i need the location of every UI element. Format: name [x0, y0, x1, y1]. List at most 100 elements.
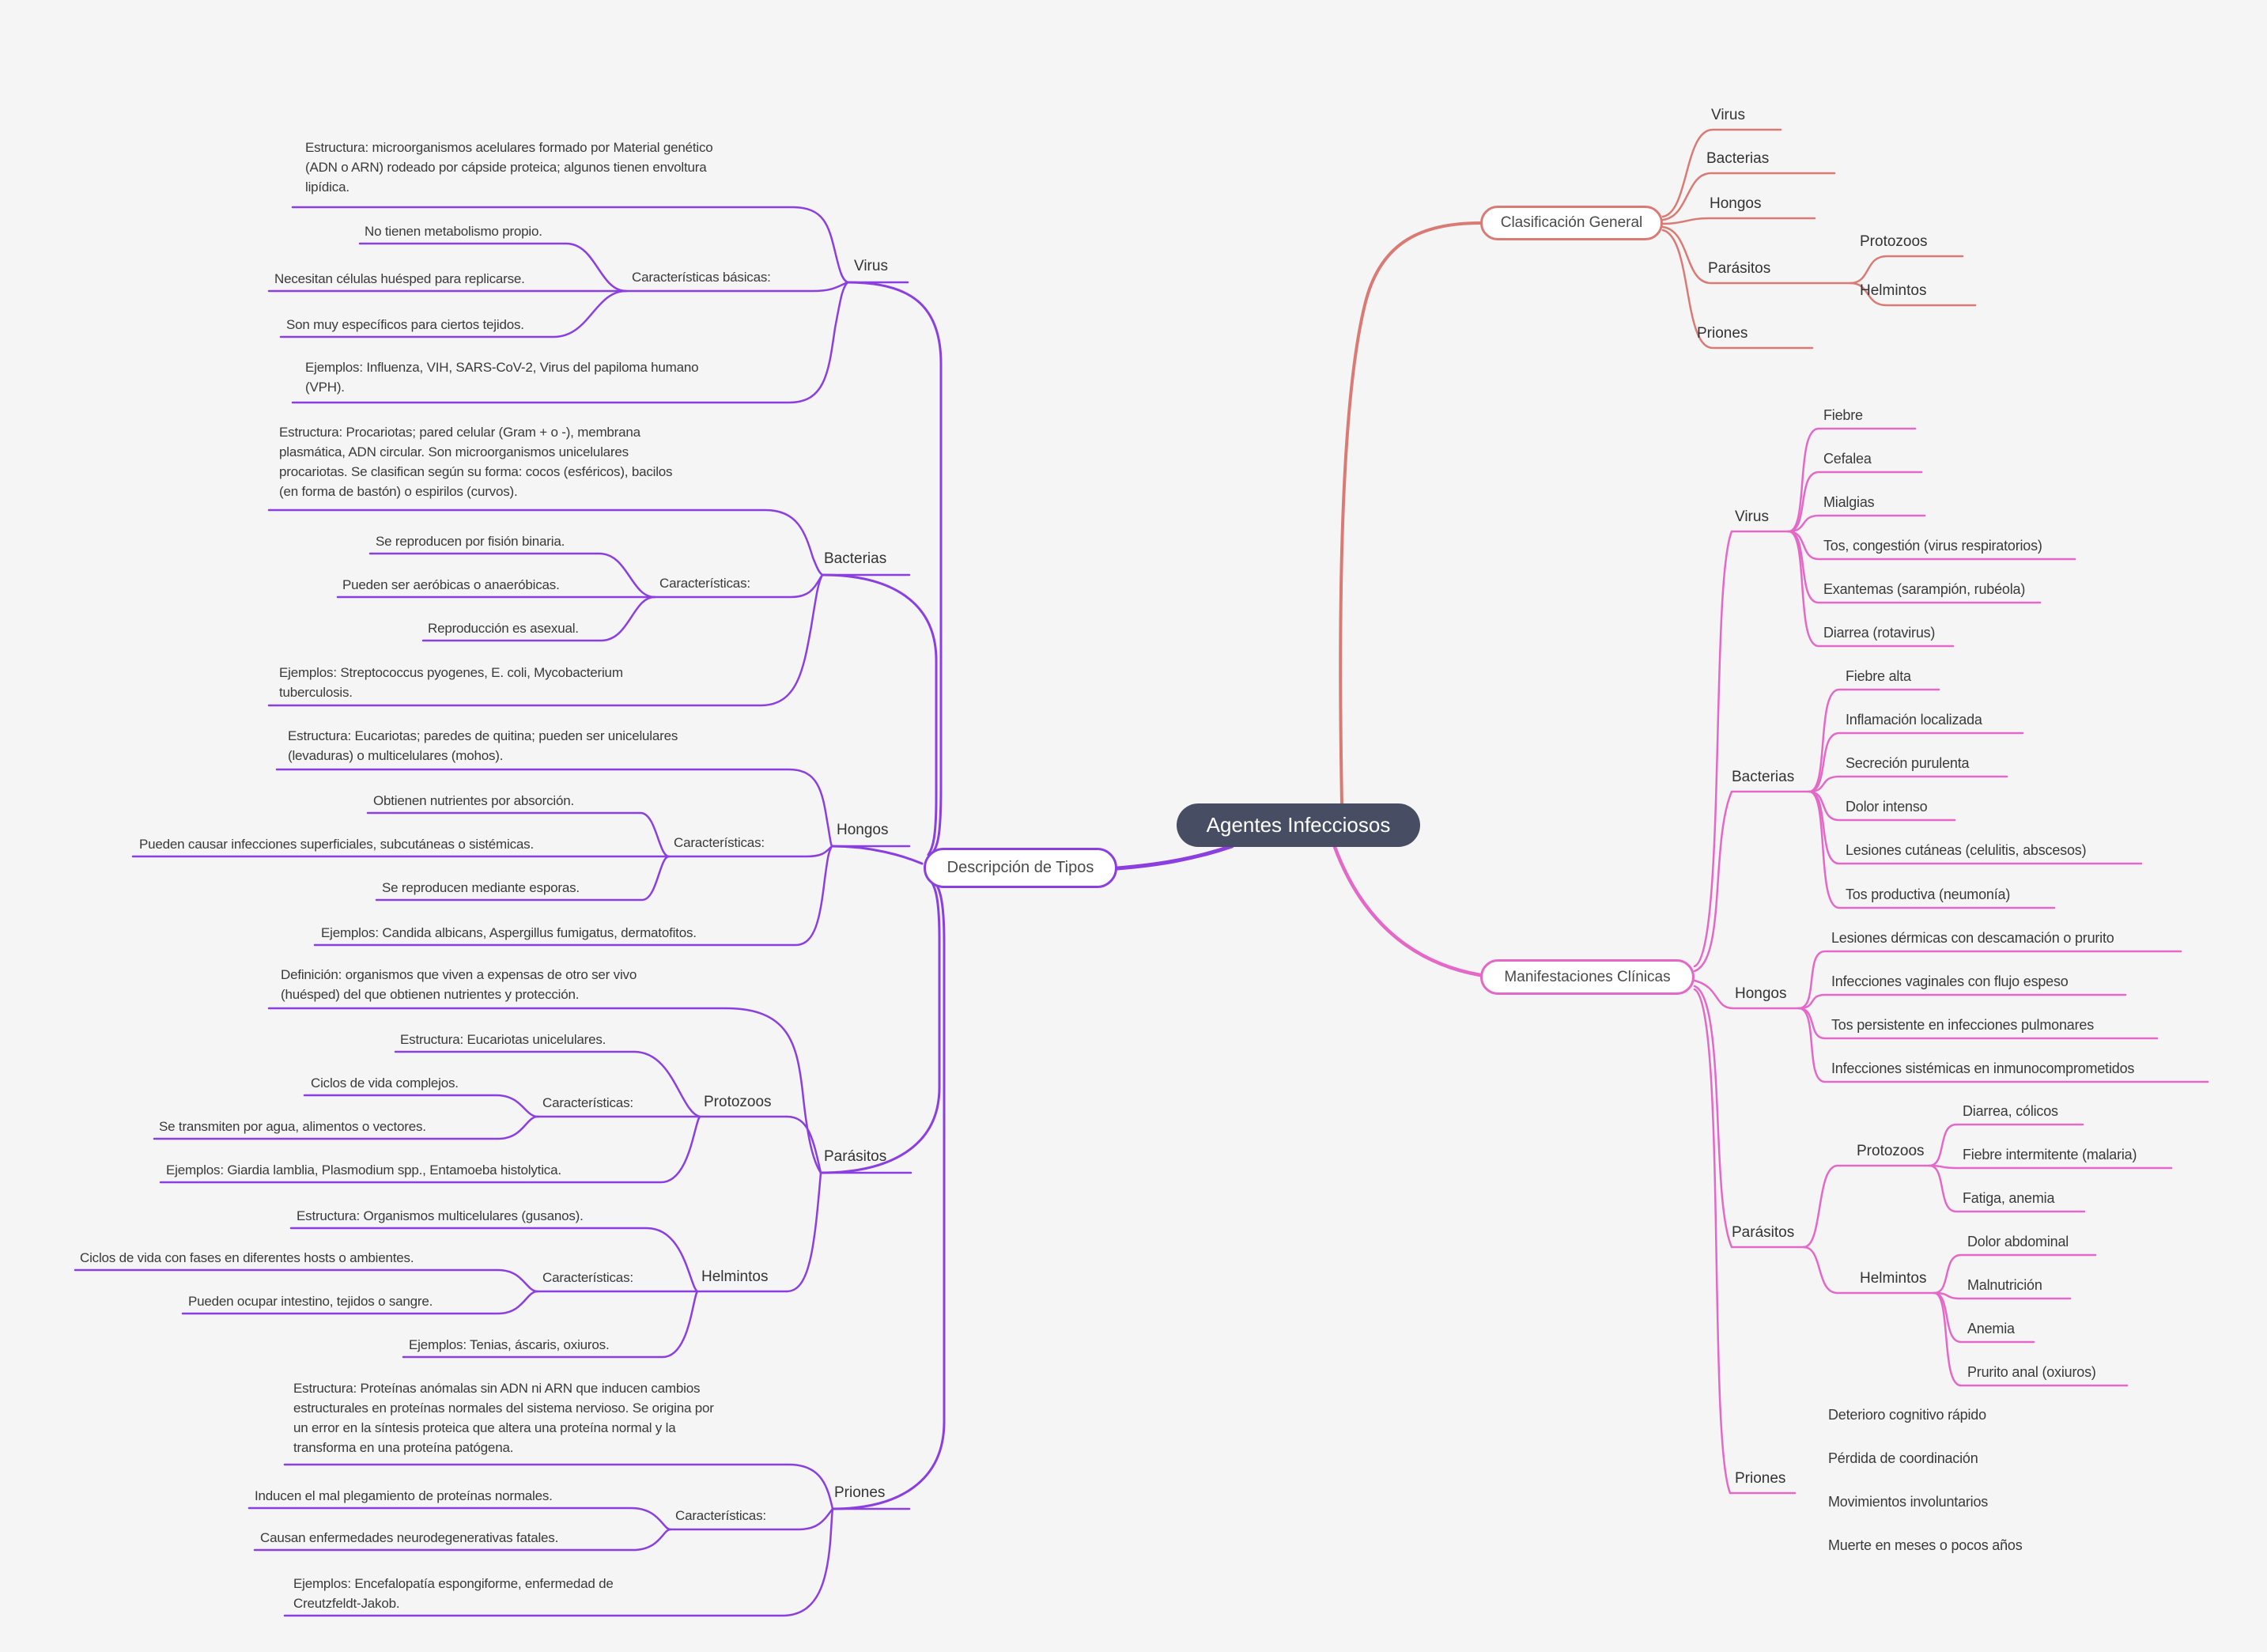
manifestaciones-virus-item: Mialgias [1823, 494, 1875, 510]
tipos-virus-estructura: Estructura: microorganismos acelulares f… [305, 140, 713, 195]
clasificacion-helmintos-label: Helmintos [1860, 282, 1927, 299]
edge [1693, 790, 1811, 973]
manifestaciones-virus-item: Fiebre [1823, 407, 1863, 423]
node-agentes-infecciosos[interactable]: Agentes Infecciosos [1177, 803, 1420, 847]
edge [1797, 950, 2182, 1010]
tipos-virus-caracteristicas-label: Características básicas: [632, 270, 771, 285]
tipos-hongos-item: Obtienen nutrientes por absorción. [373, 793, 575, 808]
tipos-priones-label: Priones [834, 1484, 886, 1501]
tipos-virus-item: Necesitan células huésped para replicars… [274, 271, 525, 286]
tipos-bacterias-caracteristicas-label: Características: [659, 576, 750, 591]
edge [831, 878, 946, 1510]
edge [1797, 993, 2127, 1010]
manifestaciones-helmintos-item: Dolor abdominal [1967, 1234, 2069, 1249]
edge [1693, 530, 1790, 968]
edge [366, 811, 671, 858]
edge [1661, 128, 1782, 218]
node-descripcion-de-tipos[interactable]: Descripción de Tipos [924, 848, 1117, 888]
edge [1808, 688, 1940, 793]
edge [785, 1115, 822, 1174]
manifestaciones-helmintos-label: Helmintos [1860, 1270, 1927, 1287]
tipos-bacterias-item: Pueden ser aeróbicas o anaeróbicas. [342, 577, 560, 592]
edge [1661, 217, 1816, 225]
tipos-parasitos-label: Parásitos [824, 1148, 887, 1165]
edge [1808, 775, 2008, 793]
manifestaciones-protozoos-item: Diarrea, cólicos [1963, 1103, 2058, 1119]
tipos-priones-item: Inducen el mal plegamiento de proteínas … [255, 1488, 553, 1503]
edge [625, 281, 849, 293]
tipos-bacterias-item: Reproducción es asexual. [428, 621, 579, 636]
manifestaciones-helmintos-item: Anemia [1967, 1321, 2015, 1336]
edge [1661, 229, 1814, 350]
tipos-parasitos-definicion: Definición: organismos que viven a expen… [281, 967, 637, 1002]
edge [368, 552, 656, 599]
manifestaciones-protozoos-label: Protozoos [1857, 1143, 1925, 1159]
edge [283, 1507, 834, 1617]
manifestaciones-priones-label: Priones [1735, 1470, 1786, 1487]
edge [283, 1463, 834, 1510]
edge [1787, 530, 1955, 648]
tipos-hongos-caracteristicas-label: Características: [674, 835, 765, 850]
edge [289, 1227, 699, 1293]
edge [267, 573, 824, 707]
edge [1933, 1253, 2097, 1295]
manifestaciones-parasitos-label: Parásitos [1732, 1224, 1795, 1241]
edge [1849, 282, 1977, 307]
tipos-priones-ejemplos: Ejemplos: Encefalopatía espongiforme, en… [293, 1576, 614, 1611]
tipos-bacterias-item: Se reproducen por fisión binaria. [376, 534, 565, 549]
tipos-protozoos-ejemplos: Ejemplos: Giardia lamblia, Plasmodium sp… [166, 1162, 561, 1178]
tipos-protozoos-label: Protozoos [704, 1094, 772, 1110]
tipos-helmintos-label: Helmintos [701, 1268, 769, 1285]
edge [1933, 1291, 2129, 1387]
edge [1661, 225, 1852, 285]
edge [74, 1268, 539, 1293]
tipos-hongos-label: Hongos [837, 822, 889, 838]
tipos-helmintos-item: Pueden ocupar intestino, tejidos o sangr… [188, 1294, 433, 1309]
edge [1928, 1123, 2084, 1167]
edge [267, 508, 824, 576]
edge [1661, 172, 1836, 221]
edge [669, 1507, 834, 1531]
clasificacion-virus-label: Virus [1711, 107, 1745, 123]
node-clasificacion-general[interactable]: Clasificación General [1480, 206, 1663, 240]
edge [1808, 790, 2056, 909]
edge [1787, 427, 1917, 533]
tipos-hongos-item: Se reproducen mediante esporas. [382, 880, 580, 895]
node-manifestaciones-clinicas[interactable]: Manifestaciones Clínicas [1480, 959, 1695, 995]
tipos-bacterias-ejemplos: Ejemplos: Streptococcus pyogenes, E. col… [279, 665, 623, 700]
edge [830, 845, 924, 865]
tipos-branch-lines [74, 206, 1234, 1617]
manifestaciones-bacterias-item: Lesiones cutáneas (celulitis, abscesos) [1846, 842, 2087, 858]
manifestaciones-priones-item: Movimientos involuntarios [1828, 1494, 1989, 1510]
tipos-hongos-ejemplos: Ejemplos: Candida albicans, Aspergillus … [321, 925, 697, 940]
clasificacion-bacterias-label: Bacterias [1706, 150, 1770, 167]
tipos-virus-ejemplos: Ejemplos: Influenza, VIH, SARS-CoV-2, Vi… [305, 360, 699, 395]
edge [1797, 1007, 2209, 1083]
manifestaciones-branch-lines [1332, 427, 2209, 1495]
edge [1928, 1164, 2086, 1213]
manifestaciones-virus-item: Cefalea [1823, 451, 1872, 467]
manifestaciones-bacterias-item: Fiebre alta [1846, 668, 1911, 684]
edge [181, 1290, 539, 1315]
tipos-helmintos-ejemplos: Ejemplos: Tenias, áscaris, oxiuros. [409, 1337, 610, 1352]
clasificacion-priones-label: Priones [1697, 325, 1748, 342]
manifestaciones-priones-item: Deterioro cognitivo rápido [1828, 1407, 1986, 1423]
tipos-helmintos-estructura: Estructura: Organismos multicelulares (g… [297, 1208, 584, 1223]
manifestaciones-hongos-item: Lesiones dérmicas con descamación o prur… [1831, 930, 2114, 946]
tipos-helmintos-caracteristicas-label: Características: [542, 1270, 633, 1285]
manifestaciones-hongos-item: Tos persistente en infecciones pulmonare… [1831, 1017, 2094, 1033]
manifestaciones-hongos-item: Infecciones vaginales con flujo espeso [1831, 973, 2069, 989]
clasificacion-hongos-label: Hongos [1710, 195, 1762, 212]
edge [1802, 1246, 1936, 1295]
edge [1693, 979, 1800, 1010]
manifestaciones-helmintos-item: Malnutrición [1967, 1277, 2042, 1293]
manifestaciones-helmintos-item: Prurito anal (oxiuros) [1967, 1364, 2096, 1380]
edge [279, 289, 628, 338]
edge [846, 281, 943, 856]
manifestaciones-protozoos-item: Fatiga, anemia [1963, 1190, 2055, 1206]
tipos-protozoos-estructura: Estructura: Eucariotas unicelulares. [400, 1032, 606, 1047]
edge [153, 1115, 539, 1140]
manifestaciones-virus-label: Virus [1735, 508, 1769, 525]
